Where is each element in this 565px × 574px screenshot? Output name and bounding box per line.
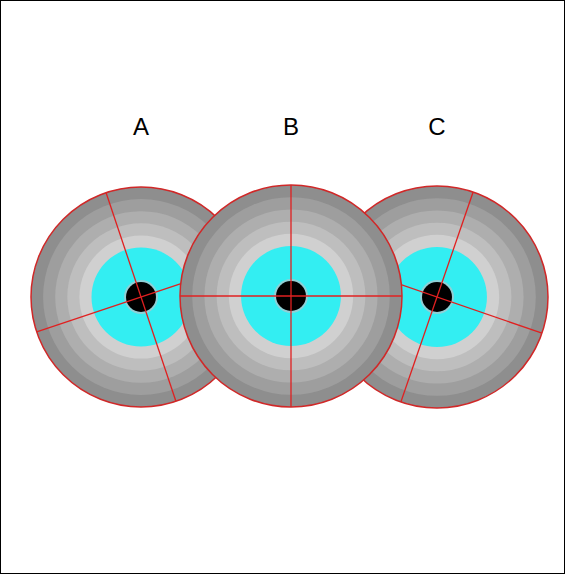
eye-drawing (178, 183, 404, 409)
circle-label: B (178, 112, 404, 142)
circle-outline (326, 186, 548, 408)
eye-circle: B (178, 112, 404, 409)
red-axis (332, 261, 542, 333)
circle-label: A (29, 112, 253, 142)
gray-ring (326, 186, 548, 408)
red-axis (180, 295, 402, 296)
gray-ring (180, 185, 402, 407)
circle-label: C (324, 112, 550, 142)
circle-outline (180, 185, 402, 407)
